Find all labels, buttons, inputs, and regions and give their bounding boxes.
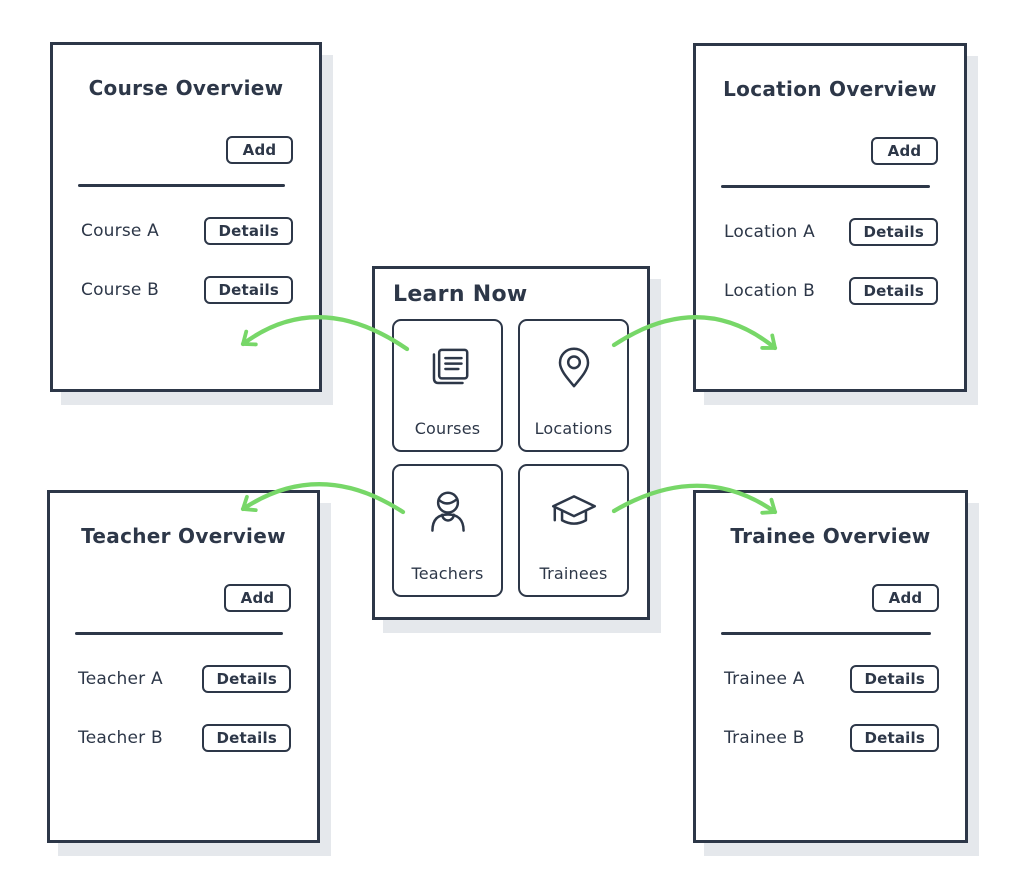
list-item-label: Location A — [724, 222, 815, 242]
divider — [75, 632, 283, 635]
divider — [721, 632, 931, 635]
panel-title: Course Overview — [88, 76, 284, 100]
list-item: Teacher B Details — [78, 724, 291, 752]
add-button[interactable]: Add — [226, 136, 293, 164]
list-item: Teacher A Details — [78, 665, 291, 693]
courses-stack-icon — [432, 348, 468, 385]
panel-title: Location Overview — [723, 77, 937, 101]
list-item: Course A Details — [81, 217, 293, 245]
list-item: Trainee A Details — [724, 665, 939, 693]
tile-teachers[interactable]: Teachers — [392, 464, 503, 597]
list-item-label: Course B — [81, 280, 160, 300]
map-pin-icon — [558, 347, 589, 388]
tile-courses[interactable]: Courses — [392, 319, 503, 452]
tile-locations[interactable]: Locations — [518, 319, 629, 452]
list-item-label: Teacher A — [78, 669, 163, 689]
course-overview-panel: Course Overview Add Course A Details Cou… — [50, 42, 322, 392]
list-item-label: Teacher B — [78, 728, 163, 748]
details-button[interactable]: Details — [849, 277, 938, 305]
panel-title: Trainee Overview — [730, 524, 931, 548]
tile-label: Trainees — [539, 564, 608, 583]
trainee-overview-panel: Trainee Overview Add Trainee A Details T… — [693, 490, 968, 843]
person-icon — [430, 491, 465, 532]
details-button[interactable]: Details — [202, 665, 291, 693]
tile-label: Locations — [534, 419, 613, 438]
list-item: Location A Details — [724, 218, 938, 246]
details-button[interactable]: Details — [204, 217, 293, 245]
list-item-label: Location B — [724, 281, 815, 301]
details-button[interactable]: Details — [202, 724, 291, 752]
list-item-label: Course A — [81, 221, 159, 241]
list-item-label: Trainee A — [724, 669, 805, 689]
graduation-cap-icon — [551, 495, 596, 525]
teacher-overview-panel: Teacher Overview Add Teacher A Details T… — [47, 490, 320, 843]
list-item: Course B Details — [81, 276, 293, 304]
panel-title: Teacher Overview — [81, 524, 286, 548]
details-button[interactable]: Details — [849, 218, 938, 246]
add-button[interactable]: Add — [871, 137, 938, 165]
list-item-label: Trainee B — [724, 728, 805, 748]
details-button[interactable]: Details — [850, 665, 939, 693]
list-item: Trainee B Details — [724, 724, 939, 752]
details-button[interactable]: Details — [850, 724, 939, 752]
app-title: Learn Now — [393, 282, 528, 307]
learn-now-panel: Learn Now Courses Locations — [372, 266, 650, 620]
tile-trainees[interactable]: Trainees — [518, 464, 629, 597]
add-button[interactable]: Add — [224, 584, 291, 612]
divider — [78, 184, 285, 187]
tile-label: Teachers — [411, 564, 484, 583]
tile-label: Courses — [414, 419, 481, 438]
details-button[interactable]: Details — [204, 276, 293, 304]
list-item: Location B Details — [724, 277, 938, 305]
divider — [721, 185, 930, 188]
tile-grid: Courses Locations Teachers — [392, 319, 629, 597]
add-button[interactable]: Add — [872, 584, 939, 612]
location-overview-panel: Location Overview Add Location A Details… — [693, 43, 967, 392]
